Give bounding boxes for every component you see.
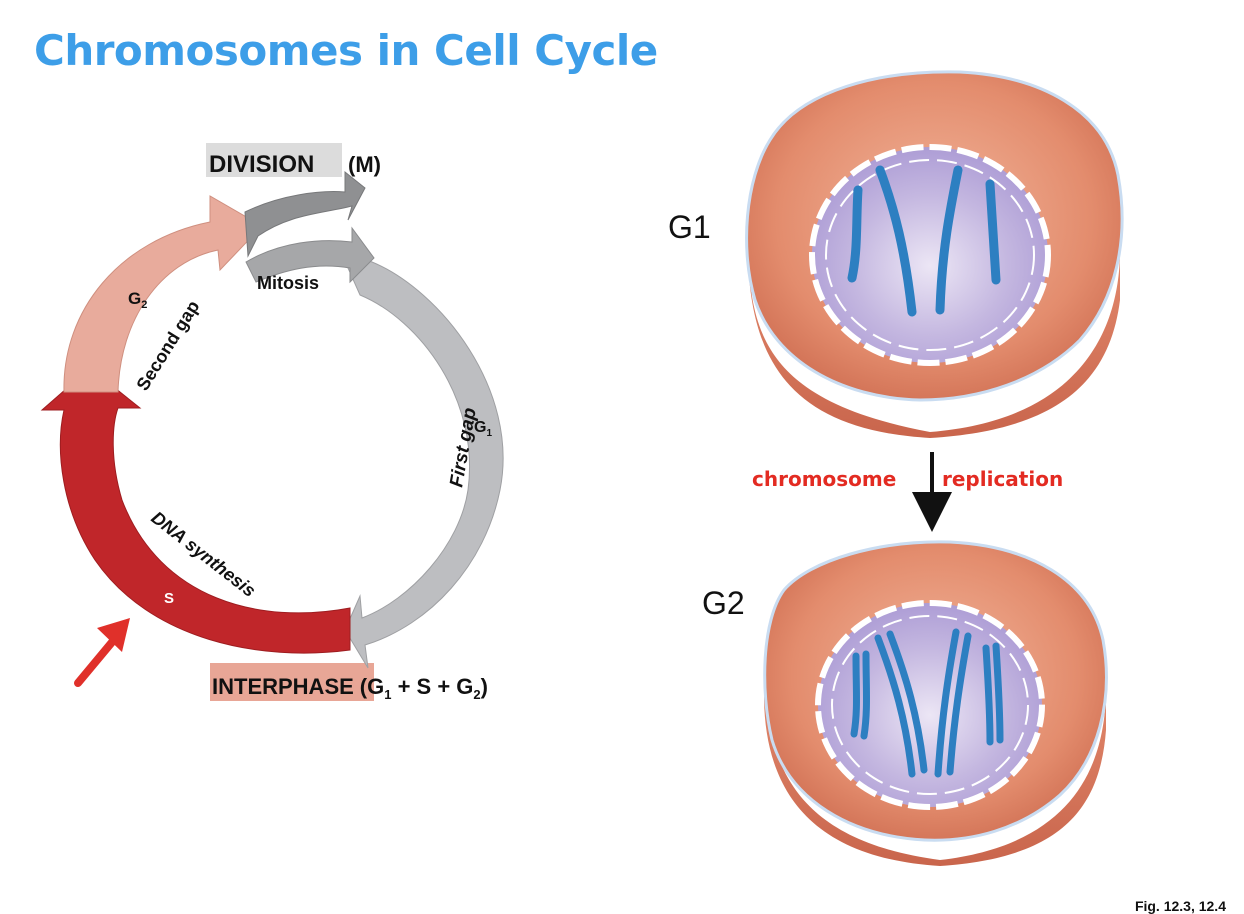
figure-reference: Fig. 12.3, 12.4 — [1134, 898, 1226, 914]
formula-close: ) — [481, 674, 488, 699]
division-suffix: (M) — [348, 152, 381, 177]
chromosome — [985, 179, 1001, 285]
chromosome — [982, 644, 994, 746]
s-phase-arc — [40, 367, 351, 654]
cell-g1-illustration — [745, 70, 1124, 438]
replication-right-text: replication — [942, 467, 1063, 491]
g1-sub: 1 — [486, 428, 492, 439]
g1-phase-arc — [339, 249, 504, 669]
interphase-highlight — [210, 663, 374, 701]
formula-mid: + S + G — [391, 674, 473, 699]
chromosome — [874, 634, 916, 778]
second-gap-label: Second gap — [132, 297, 203, 394]
chromosome — [847, 185, 863, 283]
chromosome — [860, 650, 870, 740]
g1-cell-label: G1 — [668, 209, 711, 245]
replication-left-text: chromosome — [752, 467, 896, 491]
formula-sub2: 2 — [473, 687, 480, 702]
chromosome — [946, 632, 972, 776]
cell-g2-illustration — [763, 540, 1108, 866]
g1-nucleus — [809, 144, 1051, 366]
interphase-text: INTERPHASE(G1 + S + G2) — [212, 674, 488, 702]
chromosome — [850, 652, 860, 738]
division-highlight — [206, 143, 342, 177]
g2-nucleus-inner — [831, 615, 1029, 795]
g1-chromosomes — [847, 165, 1001, 317]
mitosis-label: Mitosis — [257, 273, 319, 293]
g1-main: G — [474, 419, 486, 436]
chromosome — [992, 642, 1004, 744]
replication-step: chromosome replication — [752, 452, 1063, 532]
g2-main: G — [128, 289, 141, 308]
g1-cycle-label: G1 — [474, 419, 492, 439]
slide-title: Chromosomes in Cell Cycle — [34, 26, 658, 75]
chromosome — [886, 630, 928, 774]
chromosome — [934, 628, 960, 778]
s-label: S — [164, 590, 174, 607]
g2-phase-arc — [63, 195, 263, 393]
interphase-label: INTERPHASE — [212, 674, 354, 699]
chromosome — [875, 165, 917, 317]
chromosome — [935, 165, 963, 315]
formula-open: (G — [360, 674, 384, 699]
g2-cell-label: G2 — [702, 585, 745, 621]
m-phase-arc — [244, 170, 366, 258]
m-phase-lower-arc — [245, 226, 375, 284]
formula-sub1: 1 — [384, 687, 391, 702]
m-label: M — [282, 223, 295, 240]
division-label: DIVISION — [209, 151, 314, 178]
g2-chromosomes — [850, 628, 1004, 778]
g2-nucleus — [815, 600, 1045, 810]
g2-sub: 2 — [141, 299, 147, 311]
cell-cycle-diagram: DIVISION (M) M Mitosis G2 Second gap Fir… — [40, 143, 504, 702]
g2-label: G2 — [128, 289, 147, 311]
g1-nucleus-inner — [825, 159, 1035, 351]
red-pointer-arrow-icon — [74, 618, 130, 687]
